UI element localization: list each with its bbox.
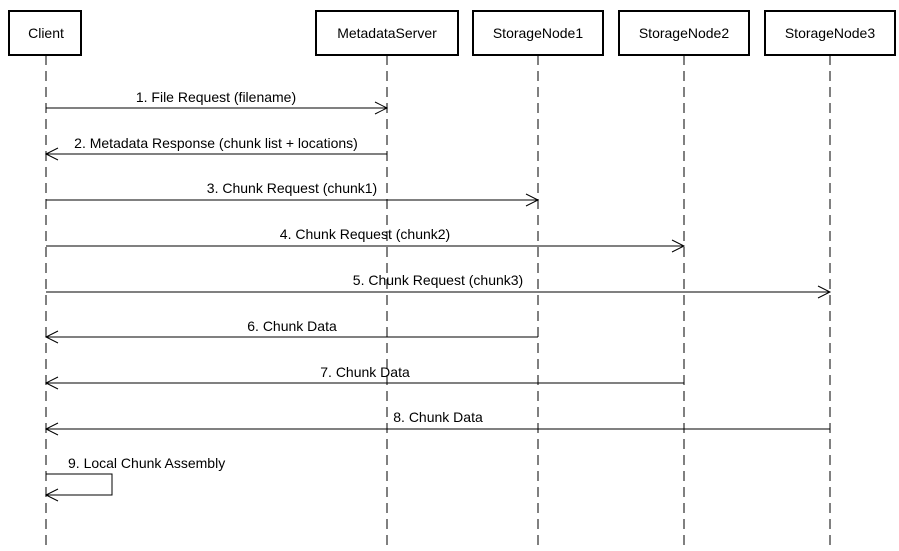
participant-box — [618, 10, 750, 56]
message-label: 6. Chunk Data — [247, 318, 337, 334]
message-2-metadata-response: 2. Metadata Response (chunk list + locat… — [44, 135, 387, 161]
participant-box — [764, 10, 896, 56]
self-message-loop — [46, 473, 113, 496]
message-label: 4. Chunk Request (chunk2) — [280, 226, 450, 242]
message-6-chunk-data: 6. Chunk Data — [44, 318, 538, 344]
arrowhead-right-icon — [817, 285, 832, 299]
message-7-chunk-data: 7. Chunk Data — [44, 364, 684, 390]
arrowhead-right-icon — [374, 101, 389, 115]
message-label: 3. Chunk Request (chunk1) — [207, 180, 377, 196]
arrowhead-left-icon — [44, 488, 59, 502]
participant-storage-node-1: StorageNode1 — [472, 10, 604, 56]
participant-box — [8, 10, 82, 56]
arrowhead-right-icon — [671, 239, 686, 253]
message-label: 8. Chunk Data — [393, 409, 483, 425]
participant-label: StorageNode2 — [639, 25, 730, 41]
participant-box — [315, 10, 459, 56]
message-4-chunk-request-chunk2: 4. Chunk Request (chunk2) — [46, 226, 686, 253]
message-1-file-request: 1. File Request (filename) — [46, 89, 389, 115]
participant-label: StorageNode1 — [493, 25, 584, 41]
arrowhead-left-icon — [44, 376, 59, 390]
message-5-chunk-request-chunk3: 5. Chunk Request (chunk3) — [46, 272, 832, 299]
participant-storage-node-3: StorageNode3 — [764, 10, 896, 56]
arrowhead-left-icon — [44, 147, 59, 161]
participant-label: MetadataServer — [337, 25, 437, 41]
message-label: 1. File Request (filename) — [136, 89, 296, 105]
message-label: 9. Local Chunk Assembly — [68, 455, 225, 471]
participant-box — [472, 10, 604, 56]
arrowhead-left-icon — [44, 330, 59, 344]
message-8-chunk-data: 8. Chunk Data — [44, 409, 830, 436]
participant-storage-node-2: StorageNode2 — [618, 10, 750, 56]
message-label: 7. Chunk Data — [320, 364, 410, 380]
message-3-chunk-request-chunk1: 3. Chunk Request (chunk1) — [46, 180, 540, 207]
participant-label: Client — [28, 25, 64, 41]
message-label: 5. Chunk Request (chunk3) — [353, 272, 523, 288]
message-label: 2. Metadata Response (chunk list + locat… — [74, 135, 358, 151]
arrowhead-right-icon — [525, 193, 540, 207]
participant-metadata-server: MetadataServer — [315, 10, 459, 56]
message-9-local-chunk-assembly: 9. Local Chunk Assembly — [44, 455, 225, 502]
participant-label: StorageNode3 — [785, 25, 876, 41]
participant-client: Client — [8, 10, 82, 56]
arrowhead-left-icon — [44, 422, 59, 436]
lifelines — [45, 55, 831, 551]
